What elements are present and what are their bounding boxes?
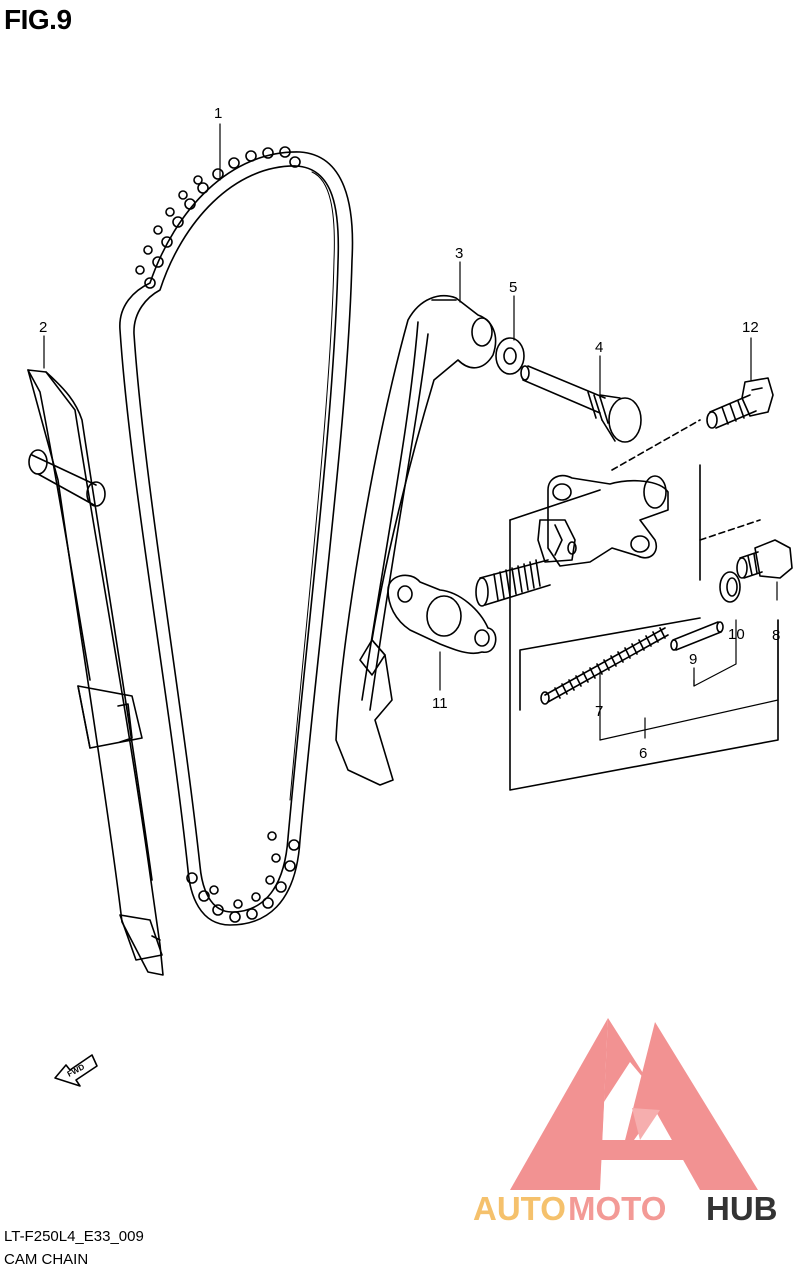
cam-chain — [119, 146, 354, 926]
spring-part-7 — [540, 627, 669, 705]
callout-4: 4 — [595, 339, 604, 356]
callout-9: 9 — [689, 651, 698, 668]
chain-tensioner-body — [475, 474, 669, 607]
watermark-logo — [510, 1018, 758, 1190]
chain-guide-no1 — [335, 295, 497, 786]
watermark-moto: MOTO — [568, 1190, 666, 1227]
washer-part-5 — [495, 337, 525, 375]
figure-title: FIG.9 — [4, 4, 72, 35]
watermark-auto: AUTO — [473, 1190, 566, 1227]
watermark-hub: HUB — [706, 1190, 778, 1227]
callout-3: 3 — [455, 245, 464, 262]
washer-part-10 — [719, 571, 741, 603]
callout-5: 5 — [509, 279, 518, 296]
bolt-part-12 — [706, 377, 774, 429]
callout-7: 7 — [595, 703, 604, 720]
rod-part-9 — [670, 621, 724, 651]
diagram-caption: CAM CHAIN — [4, 1251, 89, 1268]
plug-bolt-part-8 — [736, 539, 793, 579]
callout-10: 10 — [728, 626, 745, 643]
diagram-code: LT-F250L4_E33_009 — [4, 1228, 144, 1245]
callout-8: 8 — [772, 627, 781, 644]
assembly-line — [699, 519, 761, 541]
chain-guide-no2 — [27, 369, 164, 976]
callout-6: 6 — [639, 745, 648, 762]
fwd-arrow-icon — [54, 1054, 98, 1087]
gasket-part-11 — [387, 574, 497, 655]
callout-2: 2 — [39, 319, 48, 336]
fwd-label: FWD — [66, 1062, 87, 1079]
assembly-line — [611, 419, 701, 471]
leader-lines — [43, 123, 779, 741]
callout-1: 1 — [214, 105, 223, 122]
callout-11: 11 — [432, 695, 448, 712]
callout-12: 12 — [742, 319, 759, 336]
bolt-part-4 — [520, 365, 642, 443]
